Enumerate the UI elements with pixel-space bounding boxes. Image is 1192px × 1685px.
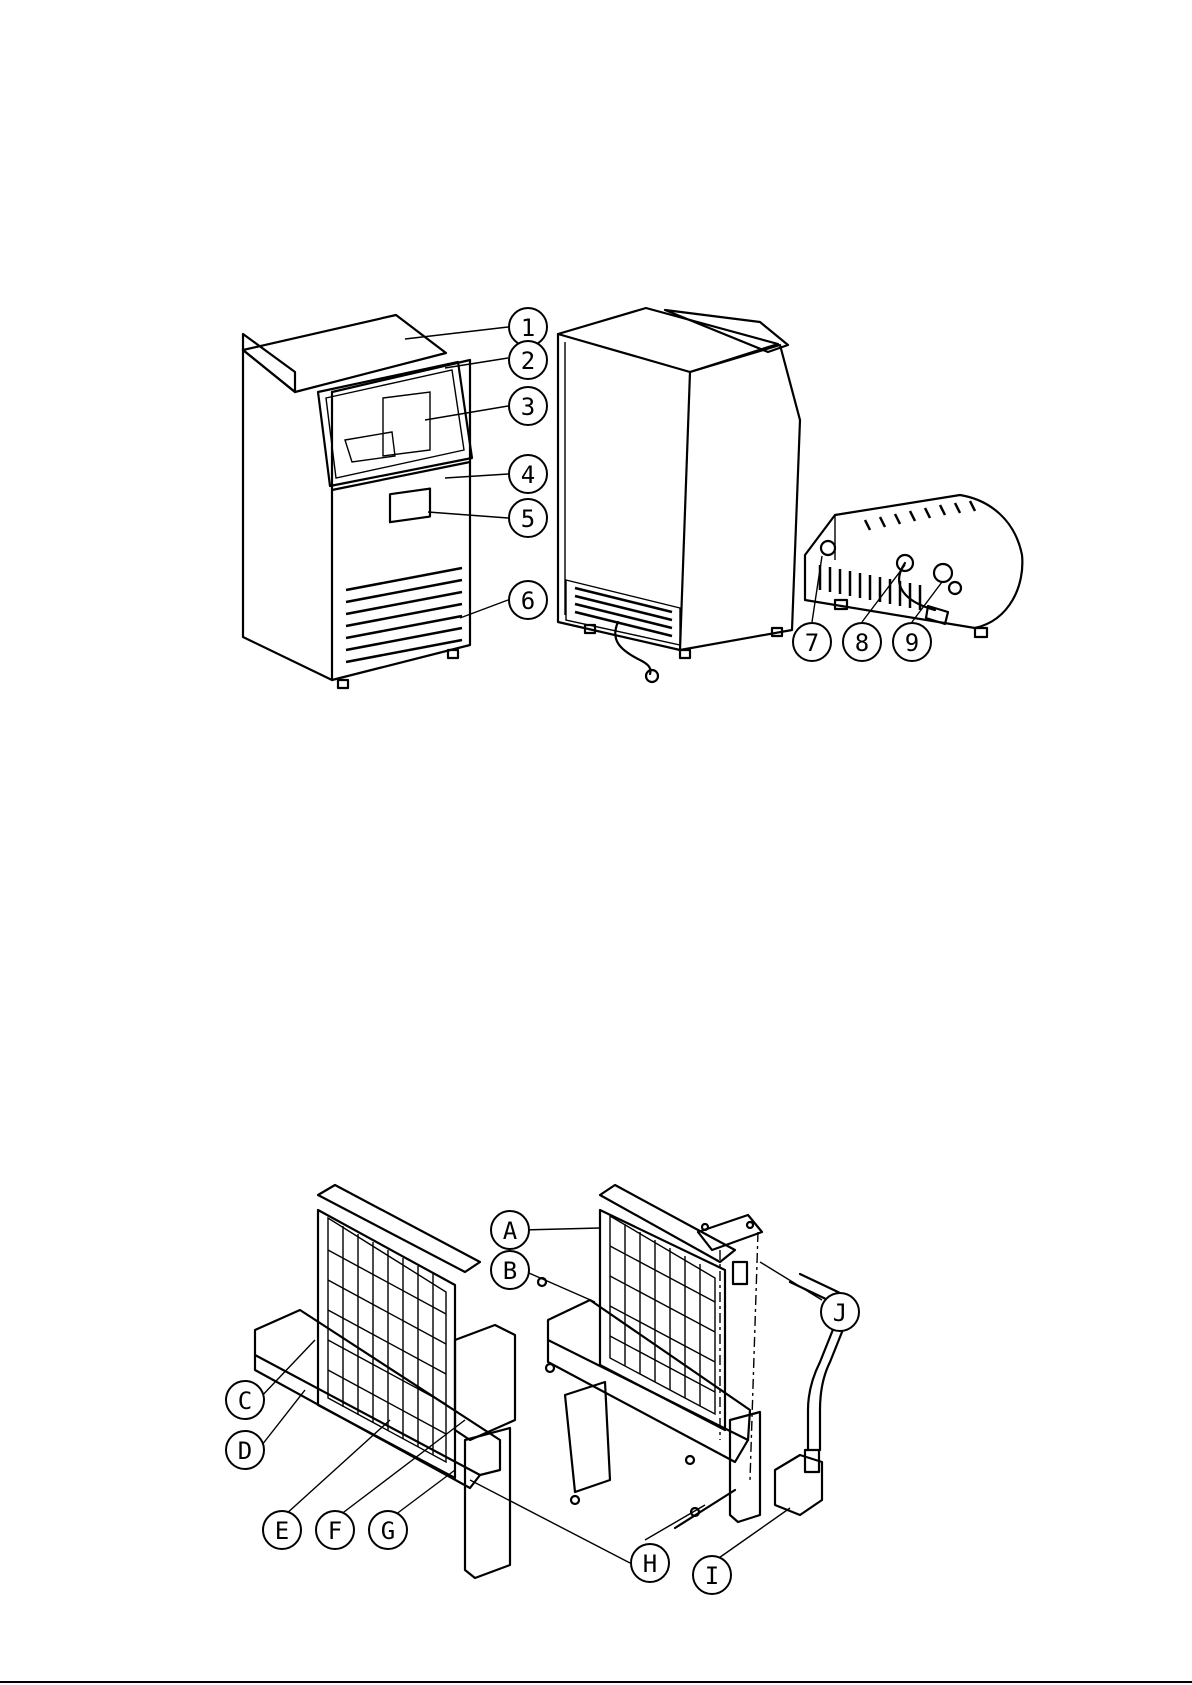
callout-8: 8 [843, 623, 881, 661]
callout-5: 5 [509, 499, 547, 537]
callout-J: J [821, 1293, 859, 1331]
svg-text:4: 4 [521, 461, 535, 489]
svg-text:8: 8 [855, 629, 869, 657]
callout-C: C [226, 1381, 264, 1419]
svg-text:1: 1 [521, 314, 535, 342]
svg-text:A: A [503, 1217, 518, 1245]
svg-text:5: 5 [521, 505, 535, 533]
svg-text:F: F [328, 1517, 342, 1545]
svg-text:3: 3 [521, 393, 535, 421]
callout-9: 9 [893, 623, 931, 661]
callout-F: F [316, 1511, 354, 1549]
front-vent-grille [346, 568, 462, 662]
rear-panel-detail-view [805, 495, 1022, 637]
callout-3: 3 [509, 387, 547, 425]
svg-text:H: H [643, 1550, 657, 1578]
svg-text:6: 6 [521, 587, 535, 615]
svg-text:9: 9 [905, 629, 919, 657]
ice-maker-rear-view [558, 308, 800, 682]
callout-E: E [263, 1511, 301, 1549]
svg-text:J: J [833, 1299, 847, 1327]
svg-text:C: C [238, 1387, 252, 1415]
svg-text:B: B [503, 1257, 517, 1285]
callout-H: H [631, 1544, 669, 1582]
svg-text:2: 2 [521, 347, 535, 375]
callout-D: D [226, 1431, 264, 1469]
svg-text:G: G [381, 1517, 395, 1545]
callout-7: 7 [793, 623, 831, 661]
callout-4: 4 [509, 455, 547, 493]
callout-6: 6 [509, 581, 547, 619]
footer-rule [0, 1681, 1192, 1683]
evaporator-assembly-exploded [538, 1185, 848, 1528]
ice-maker-front-view [243, 315, 472, 688]
svg-text:D: D [238, 1437, 252, 1465]
callout-I: I [693, 1556, 731, 1594]
callout-G: G [369, 1511, 407, 1549]
svg-text:E: E [275, 1517, 289, 1545]
callout-A: A [491, 1211, 529, 1249]
callout-B: B [491, 1251, 529, 1289]
detail-top-grille [865, 501, 975, 530]
svg-text:7: 7 [805, 629, 819, 657]
callout-2: 2 [509, 341, 547, 379]
svg-text:I: I [705, 1562, 719, 1590]
